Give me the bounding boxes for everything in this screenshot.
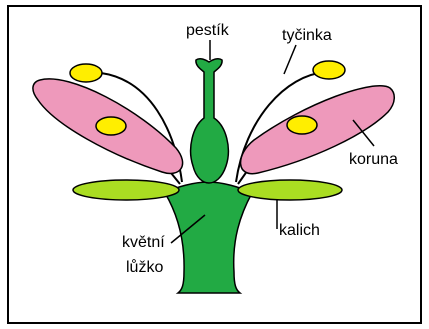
label-kalich: kalich <box>279 222 320 239</box>
anther-outer-left <box>70 64 102 82</box>
anther-inner-right <box>287 116 317 134</box>
label-koruna: koruna <box>349 151 398 168</box>
anther-inner-left <box>96 117 126 135</box>
label-lozko-line1: květní <box>122 234 165 251</box>
sepal-right <box>238 180 342 200</box>
anther-outer-right <box>313 61 345 79</box>
sepal-left <box>73 180 179 200</box>
label-pestik: pestík <box>186 22 230 39</box>
label-lozko-line2: lůžko <box>126 258 163 276</box>
label-tycinka: tyčinka <box>282 27 332 44</box>
